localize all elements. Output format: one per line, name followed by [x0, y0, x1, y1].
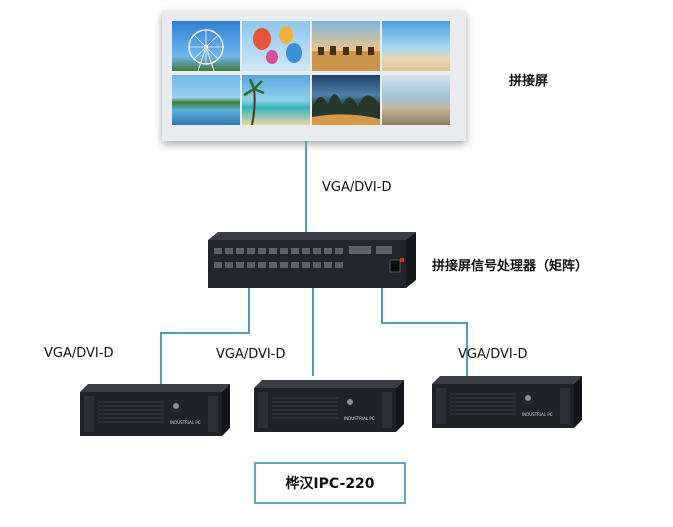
- ipc-left-panel-text: INDUSTRIAL PC: [170, 420, 201, 425]
- link-label-pc-right: VGA/DVI-D: [458, 347, 528, 362]
- ipc-model-label: 桦汉IPC-220: [254, 462, 406, 504]
- link-label-wall-matrix: VGA/DVI-D: [322, 180, 392, 195]
- wall-tile-shoreline: [382, 75, 450, 125]
- wall-tile-lake: [172, 75, 240, 125]
- wall-tile-karst-river: [312, 75, 380, 125]
- ipc-middle-panel-text: INDUSTRIAL PC: [344, 416, 375, 421]
- wall-tile-beach: [382, 21, 450, 71]
- link-label-pc-left: VGA/DVI-D: [44, 346, 114, 361]
- wall-tile-desert-camels: [312, 21, 380, 71]
- ipc-unit-middle: INDUSTRIAL PC: [250, 380, 406, 438]
- connector-right-drop: [466, 322, 468, 376]
- video-wall-display: [162, 11, 466, 141]
- wall-tile-palm-beach: [242, 75, 310, 125]
- link-label-pc-middle: VGA/DVI-D: [216, 347, 286, 362]
- ipc-unit-left: INDUSTRIAL PC: [76, 384, 232, 442]
- wall-tile-balloons: [242, 21, 310, 71]
- connector-left-vertical: [248, 288, 250, 334]
- connector-left-drop: [160, 332, 162, 388]
- connector-left-horizontal: [160, 332, 250, 334]
- connector-right-horizontal: [381, 322, 467, 324]
- connector-wall-matrix: [305, 141, 307, 235]
- connector-middle: [312, 288, 314, 376]
- wall-tile-ferris-wheel: [172, 21, 240, 71]
- ipc-right-panel-text: INDUSTRIAL PC: [522, 412, 553, 417]
- matrix-processor: [204, 232, 420, 290]
- connector-right-vertical: [381, 288, 383, 324]
- ipc-model-text: 桦汉IPC-220: [285, 476, 375, 492]
- video-wall-label: 拼接屏: [509, 74, 549, 89]
- ipc-unit-right: INDUSTRIAL PC: [428, 376, 584, 434]
- matrix-label: 拼接屏信号处理器（矩阵）: [432, 259, 589, 274]
